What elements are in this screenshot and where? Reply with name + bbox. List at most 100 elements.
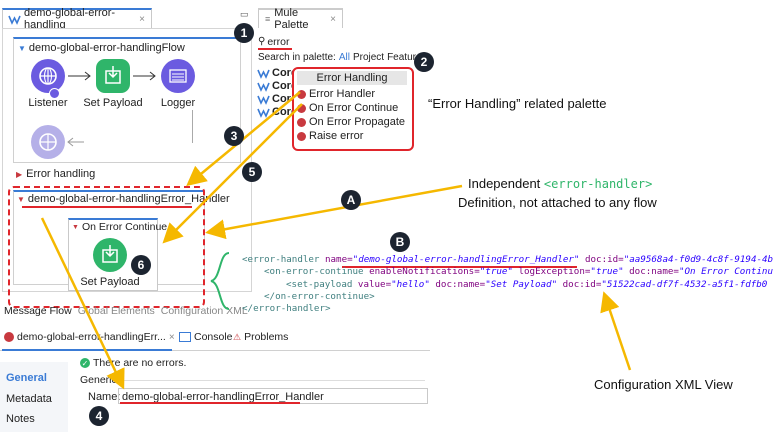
handler-name: demo-global-error-handlingError_Handler <box>27 193 230 205</box>
xml-line-5: </error-handler> <box>242 303 331 314</box>
palette-search-box[interactable]: ⚲ error <box>258 35 420 48</box>
return-line <box>192 110 193 143</box>
xml-brace <box>210 252 230 310</box>
error-handler-icon <box>297 89 306 99</box>
core-item[interactable]: Core <box>257 67 297 79</box>
collapse-icon[interactable]: ▼ <box>17 194 25 204</box>
search-in-label: Search in palette: <box>258 52 336 63</box>
palette-item-error-handler[interactable]: Error Handler <box>297 88 375 100</box>
xml-line-3: <set-payload value="hello" doc:name="Set… <box>286 279 768 290</box>
on-error-continue-icon <box>297 103 306 113</box>
core-item[interactable]: Core <box>257 93 297 105</box>
logger-icon[interactable] <box>161 59 195 93</box>
inner-set-payload-label: Set Payload <box>80 276 140 288</box>
editor-tab[interactable]: demo-global-error-handling × <box>2 7 152 31</box>
filter-all[interactable]: All <box>338 52 350 63</box>
name-value: demo-global-error-handlingError_Handler <box>122 391 324 403</box>
mule-icon <box>257 69 270 79</box>
independent-annotation-2: Definition, not attached to any flow <box>458 195 657 210</box>
set-payload-label: Set Payload <box>83 97 143 109</box>
nav-notes[interactable]: Notes <box>6 413 35 425</box>
filter-featured[interactable]: Featured <box>387 52 428 63</box>
name-underline <box>120 402 300 404</box>
check-icon: ✓ <box>80 358 90 368</box>
badge-3: 3 <box>224 126 244 146</box>
palette-item-raise-error[interactable]: Raise error <box>297 130 363 142</box>
console-icon <box>179 332 191 342</box>
badge-6: 6 <box>131 255 151 275</box>
close-icon[interactable]: × <box>330 13 336 25</box>
props-nav <box>0 362 68 432</box>
badge-a: A <box>341 190 361 210</box>
badge-b: B <box>390 232 410 252</box>
xml-line-2: <on-error-continue enableNotifications="… <box>264 266 773 277</box>
badge-5: 5 <box>242 162 262 182</box>
flow-name: demo-global-error-handlingFlow <box>28 42 185 54</box>
on-error-continue-label: On Error Continue <box>81 221 168 233</box>
tab-global-elements[interactable]: Global Elements <box>77 305 155 317</box>
on-error-propagate-icon <box>297 117 306 127</box>
filter-project[interactable]: Project <box>352 52 385 63</box>
return-arrow <box>67 137 84 147</box>
inner-set-payload-icon[interactable] <box>93 238 127 272</box>
close-icon[interactable]: × <box>139 13 145 25</box>
listener-label: Listener <box>28 97 68 109</box>
props-tab-label: demo-global-error-handlingErr... <box>17 331 166 343</box>
handler-title: ▼ demo-global-error-handlingError_Handle… <box>17 193 230 205</box>
name-label: Name: <box>88 391 121 403</box>
nav-general[interactable]: General <box>6 372 47 384</box>
minimize-icon[interactable]: ▭ <box>240 9 249 19</box>
palette-annotation: “Error Handling” related palette <box>428 96 607 111</box>
problems-tab[interactable]: ⚠ Problems <box>233 331 289 343</box>
listener-icon[interactable] <box>31 59 65 93</box>
handler-highlight-box <box>8 186 205 308</box>
palette-tab-icon: ≡ <box>265 14 271 24</box>
raise-error-icon <box>297 131 306 141</box>
badge-4: 4 <box>89 406 109 426</box>
flow-arrow-1 <box>68 71 91 81</box>
flow-arrow-2 <box>133 71 156 81</box>
collapse-icon[interactable]: ▼ <box>18 43 26 53</box>
error-handling-list: Error Handling Error Handler On Error Co… <box>292 67 414 151</box>
props-tab-active-line <box>2 349 172 351</box>
xml-line-1: <error-handler name="demo-global-error-h… <box>242 254 773 265</box>
set-payload-icon[interactable] <box>96 59 130 93</box>
nav-metadata[interactable]: Metadata <box>6 393 52 405</box>
search-in-row: Search in palette: All Project Featured <box>258 52 427 63</box>
xml-name-underline <box>342 266 577 268</box>
section-divider <box>115 380 425 381</box>
list-header: Error Handling <box>297 71 407 85</box>
props-tabbar <box>0 330 430 351</box>
handler-underline <box>22 206 192 208</box>
console-tab[interactable]: Console <box>179 331 233 343</box>
xml-line-4: </on-error-continue> <box>264 291 375 302</box>
search-underline <box>258 48 292 50</box>
error-handling-row[interactable]: ▶ Error handling <box>16 168 95 180</box>
tab-message-flow[interactable]: Message Flow <box>4 305 72 317</box>
logger-label: Logger <box>160 97 196 109</box>
mule-icon <box>257 82 270 92</box>
search-input[interactable]: error <box>267 35 290 48</box>
palette-item-on-error-continue[interactable]: On Error Continue <box>297 102 398 114</box>
error-icon <box>4 332 14 342</box>
mule-icon <box>8 15 21 25</box>
palette-item-on-error-propagate[interactable]: On Error Propagate <box>297 116 405 128</box>
mule-icon <box>257 95 270 105</box>
independent-annotation-1: Independent <error-handler> <box>468 176 653 191</box>
listener-sub-icon <box>49 88 60 99</box>
problems-icon: ⚠ <box>233 331 242 342</box>
mule-icon <box>257 108 270 118</box>
badge-2: 2 <box>414 52 434 72</box>
expand-icon[interactable]: ▶ <box>16 169 23 179</box>
props-tab[interactable]: demo-global-error-handlingErr... × <box>4 331 175 343</box>
error-handling-label: Error handling <box>26 168 96 180</box>
core-item[interactable]: Core <box>257 80 297 92</box>
close-icon[interactable]: × <box>168 331 175 343</box>
collapse-icon[interactable]: ▼ <box>72 223 79 231</box>
http-placeholder-icon[interactable] <box>31 125 65 159</box>
badge-1: 1 <box>234 23 254 43</box>
xml-view-annotation: Configuration XML View <box>594 377 733 392</box>
props-status: ✓ There are no errors. <box>80 357 187 369</box>
search-icon: ⚲ <box>258 36 266 47</box>
